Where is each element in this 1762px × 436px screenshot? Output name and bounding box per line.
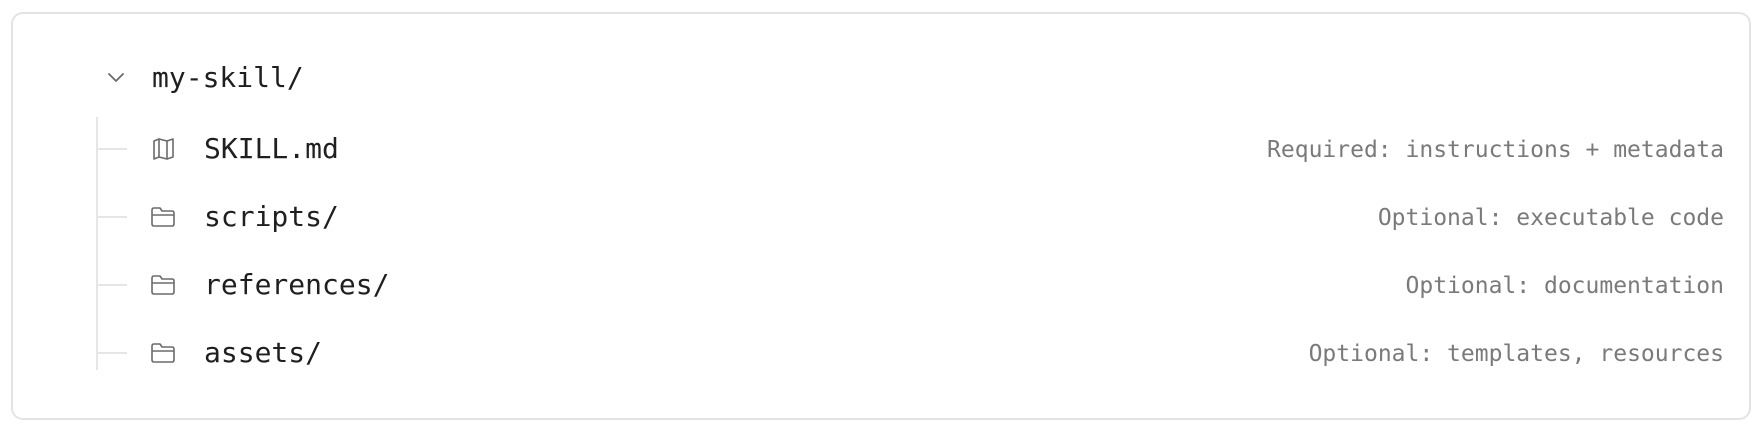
tree-item-skill-md[interactable]: SKILL.md Required: instructions + metada… [13,121,1749,177]
tree-branch-connector [97,148,127,150]
tree-item-name: references/ [204,268,390,301]
tree-item-description: Required: instructions + metadata [1267,137,1724,163]
tree-item-description: Optional: executable code [1377,205,1724,231]
folder-icon [149,203,177,231]
tree-item-references[interactable]: references/ Optional: documentation [13,257,1749,313]
tree-item-description: Optional: templates, resources [1308,341,1724,367]
chevron-down-icon[interactable] [104,66,128,90]
tree-item-scripts[interactable]: scripts/ Optional: executable code [13,189,1749,245]
tree-guide-line [96,117,98,370]
tree-branch-connector [97,216,127,218]
tree-item-assets[interactable]: assets/ Optional: templates, resources [13,325,1749,381]
tree-item-name: SKILL.md [204,132,339,165]
file-tree-card: my-skill/ SKILL.md Required: instruction… [11,12,1751,420]
folder-icon [149,271,177,299]
tree-item-name: assets/ [204,336,323,369]
folder-icon [149,339,177,367]
root-folder-label[interactable]: my-skill/ [152,61,304,94]
tree-item-description: Optional: documentation [1405,273,1725,299]
root-folder-row: my-skill/ [13,14,1749,144]
tree-item-name: scripts/ [204,200,339,233]
tree-branch-connector [97,352,127,354]
tree-branch-connector [97,284,127,286]
book-icon [149,135,177,163]
